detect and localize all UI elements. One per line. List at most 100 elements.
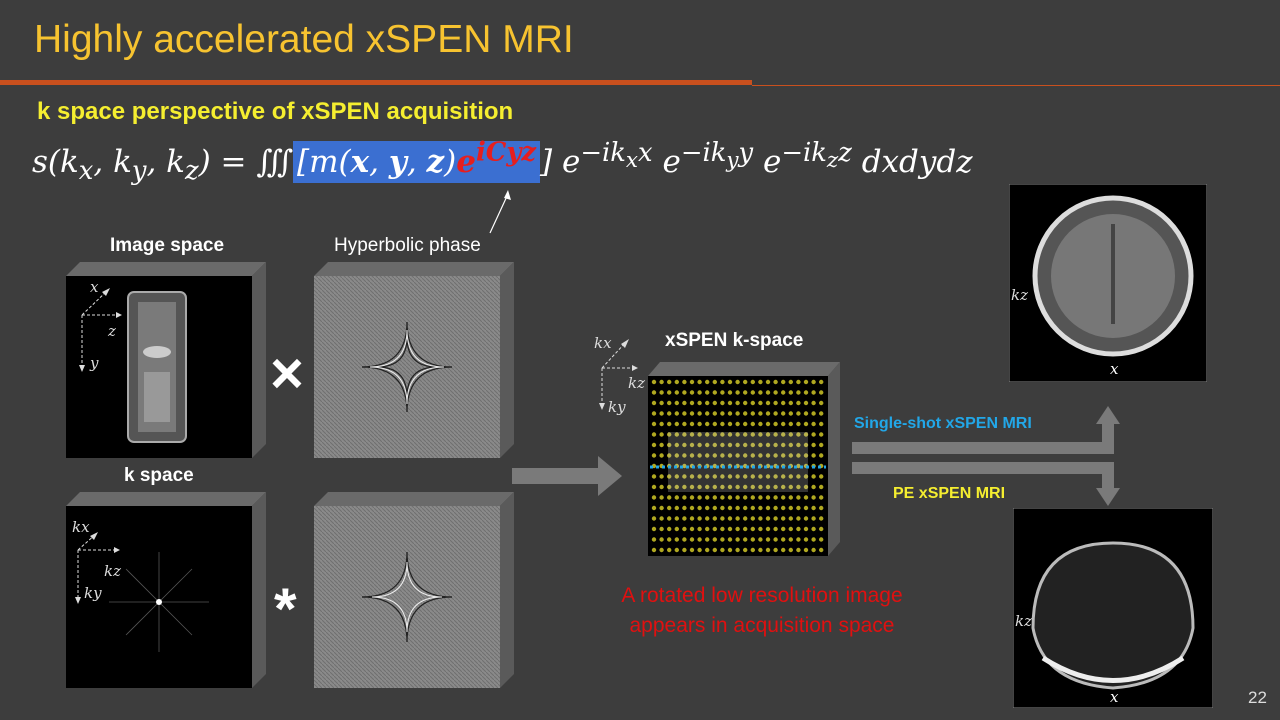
kspace-sample-dot [651,484,657,490]
kspace-sample-dot [712,484,717,490]
kspace-sample-dot [705,547,710,553]
kspace-sample-dot [682,421,687,427]
kspace-sample-dot [697,505,702,511]
kspace-sample-dot [720,474,725,479]
highlighted-term: [m(x, y, z)eiCyz [293,138,541,184]
kspace-sample-dot [689,505,695,511]
kspace-sample-dot [651,400,657,406]
kspace-sample-dot [796,474,801,479]
kspace-sample-dot [697,400,702,406]
kspace-sample-dot [750,547,755,553]
kspace-sample-dot [705,400,710,406]
kspace-sample-dot [674,516,679,521]
kspace-sample-dot [735,390,740,395]
kspace-sample-dot [796,400,801,406]
kspace-sample-dot [651,537,657,542]
kspace-sample-dot [743,400,748,406]
kspace-sample-dot [682,442,687,448]
kspace-sample-dot [712,463,717,469]
kspace-sample-dot [674,390,679,395]
kspace-sample-dot [811,390,816,395]
kspace-sample-dot [758,421,763,427]
kspace-sample-dot [781,411,786,416]
kspace-sample-dot [803,547,809,553]
kspace-sample-dot [750,474,755,479]
kspace-sample-dot [651,421,657,427]
kspace-sample-dot [750,432,755,437]
result2-axis-x-label: x [1110,688,1119,706]
kspace-sample-dot [819,505,824,511]
xspen-axis-kz-label: kz [628,374,645,392]
kspace-sample-dot [689,547,695,553]
axis-kx-label: kx [72,518,90,536]
slide-subtitle: k space perspective of xSPEN acquisition [37,98,514,125]
kspace-sample-dot [682,379,687,385]
kspace-sample-dot [788,516,793,521]
kspace-sample-dot [743,379,748,385]
kspace-sample-dot [758,484,763,490]
xspen-kspace-panel [648,362,840,556]
kspace-sample-dot [705,526,710,532]
kspace-sample-dot [750,453,755,458]
kspace-sample-dot [667,516,672,521]
kspace-sample-dot [727,432,733,437]
kspace-sample-dot [796,526,801,532]
kspace-sample-dot [819,421,824,427]
kspace-sample-dot [667,505,672,511]
kspace-sample-dot [712,390,717,395]
kspace-sample-dot [758,526,763,532]
kspace-sample-dot [765,453,771,458]
kspace-sample-dot [667,421,672,427]
kspace-sample-dot [720,547,725,553]
xspen-axis-ky-label: ky [608,398,626,416]
kspace-sample-dot [651,495,657,500]
kspace-sample-dot [712,547,717,553]
kspace-sample-dot [705,442,710,448]
kspace-sample-dot [788,453,793,458]
kspace-sample-dot [697,537,702,542]
kspace-sample-dot [659,495,664,500]
kspace-sample-dot [758,495,763,500]
kspace-sample-dot [689,411,695,416]
kspace-sample-dot [819,537,824,542]
kspace-sample-dot [796,453,801,458]
kspace-sample-dot [712,453,717,458]
kspace-axes-icon [75,532,120,604]
kspace-sample-dot [651,474,657,479]
kspace-sample-dot [819,453,824,458]
kspace-sample-dot [811,516,816,521]
kspace-sample-dot [796,432,801,437]
kspace-sample-dot [689,495,695,500]
kspace-sample-dot [674,474,679,479]
kspace-sample-dot [796,516,801,521]
kspace-sample-dot [735,432,740,437]
kspace-sample-dot [705,537,710,542]
kspace-sample-dot [697,421,702,427]
kspace-sample-dot [705,453,710,458]
kspace-sample-dot [712,474,717,479]
kspace-sample-dot [689,432,695,437]
kspace-sample-dot [743,484,748,490]
kspace-sample-dot [697,432,702,437]
title-divider-thin [752,85,1280,86]
kspace-sample-dot [796,411,801,416]
kspace-sample-dot [750,505,755,511]
kspace-sample-dot [651,432,657,437]
xspen-kspace-label: xSPEN k-space [665,330,804,351]
kspace-sample-dot [773,484,778,490]
kspace-sample-dot [689,526,695,532]
kspace-sample-dot [811,453,816,458]
kspace-sample-dot [788,474,793,479]
pe-result-image [1013,508,1213,708]
kspace-sample-dot [758,516,763,521]
kspace-sample-dot [750,379,755,385]
kspace-sample-dot [697,411,702,416]
pe-xspen-label: PE xSPEN MRI [893,485,1006,502]
axis-z-label: z [108,322,116,340]
kspace-sample-dot [773,453,778,458]
result2-axis-kz-label: kz [1015,612,1032,630]
kspace-sample-dot [720,442,725,448]
kspace-sample-dot [720,411,725,416]
signal-equation: s(kx, ky, kz) = ∭[m(x, y, z)eiCyz] e−ikx… [32,138,973,187]
result1-axis-kz-label: kz [1011,286,1028,304]
